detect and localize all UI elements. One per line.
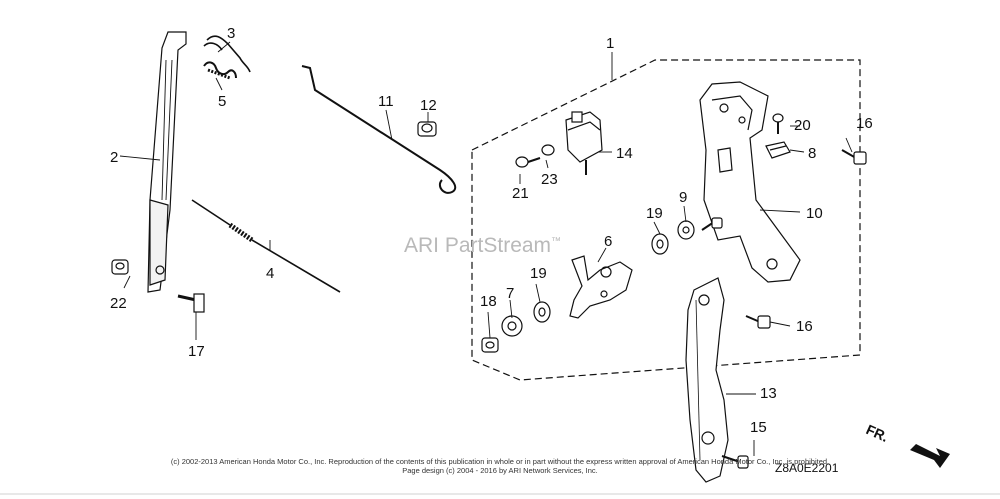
part-7-washer (501, 315, 523, 337)
callout-12[interactable]: 12 (420, 97, 437, 114)
watermark-text: ARI PartStream (404, 234, 552, 257)
callout-11[interactable]: 11 (378, 93, 394, 110)
part-2-bracket-arm (147, 31, 187, 293)
callout-18[interactable]: 18 (480, 293, 497, 310)
callout-20[interactable]: 20 (794, 117, 811, 134)
watermark-trademark: ™ (551, 236, 562, 247)
part-18-nut (481, 337, 499, 353)
part-19-washer-upper (651, 233, 669, 255)
part-6-lever (569, 255, 633, 319)
part-12-nut (417, 121, 437, 137)
callout-16-lower[interactable]: 16 (796, 318, 813, 335)
callout-2[interactable]: 2 (110, 149, 119, 166)
copyright-line-2: Page design (c) 2004 - 2016 by ARI Netwo… (402, 466, 598, 475)
part-3-wire-clip (206, 35, 251, 73)
direction-arrow (910, 444, 950, 468)
part-8-clip (765, 141, 791, 159)
part-15-bolt (721, 455, 749, 469)
callout-16-upper[interactable]: 16 (856, 115, 873, 132)
copyright-line-1: (c) 2002-2013 American Honda Motor Co., … (170, 457, 830, 466)
part-16-bolt-lower (745, 315, 771, 329)
leader-lines (119, 41, 853, 456)
callout-8[interactable]: 8 (808, 145, 817, 162)
callout-3[interactable]: 3 (227, 25, 236, 42)
callout-19-lower[interactable]: 19 (530, 265, 547, 282)
part-22-nut (111, 259, 129, 275)
part-14-switch (565, 111, 603, 175)
part-5-spring (203, 61, 237, 80)
callout-7[interactable]: 7 (506, 285, 515, 302)
callout-19-upper[interactable]: 19 (646, 205, 663, 222)
callout-23[interactable]: 23 (541, 171, 558, 188)
part-23-washer (541, 144, 555, 156)
part-19-washer-lower (533, 301, 551, 323)
part-10-plate (699, 81, 801, 283)
diagram-code: Z8A0E2201 (775, 461, 839, 475)
part-13-cover (685, 277, 729, 483)
callout-1[interactable]: 1 (606, 35, 615, 52)
part-17-bolt (177, 293, 205, 313)
callout-6[interactable]: 6 (604, 233, 613, 250)
part-9-washer (677, 220, 695, 240)
callout-22[interactable]: 22 (110, 295, 127, 312)
bottom-divider (0, 493, 1000, 495)
callout-10[interactable]: 10 (806, 205, 823, 222)
assembly-boundary (471, 59, 861, 381)
callout-5[interactable]: 5 (218, 93, 227, 110)
part-4-cable (191, 199, 341, 293)
part-21-screw (515, 156, 541, 168)
callout-21[interactable]: 21 (512, 185, 529, 202)
watermark: ARI PartStream™ (404, 234, 561, 258)
part-11-rod (301, 65, 457, 194)
callout-9[interactable]: 9 (679, 189, 688, 206)
callout-14[interactable]: 14 (616, 145, 633, 162)
callout-15[interactable]: 15 (750, 419, 767, 436)
part-9-bolt (701, 217, 723, 231)
part-16-bolt-upper (841, 149, 867, 165)
part-20-screw (772, 113, 784, 134)
callout-4[interactable]: 4 (266, 265, 275, 282)
callout-17[interactable]: 17 (188, 343, 205, 360)
callout-13[interactable]: 13 (760, 385, 777, 402)
